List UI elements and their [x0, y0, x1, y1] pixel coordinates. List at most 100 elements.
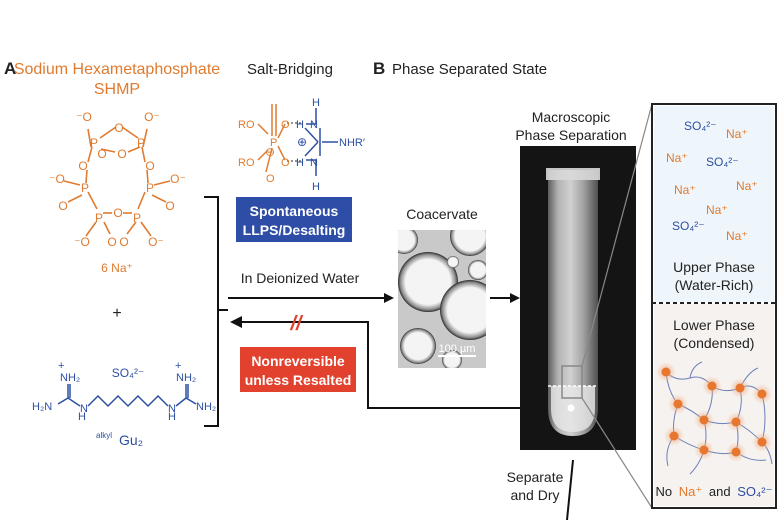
svg-text:N: N	[310, 157, 318, 169]
salt-bridging-title: Salt-Bridging	[247, 61, 333, 78]
ion-7: Na⁺	[706, 203, 728, 217]
coacervate-label: Coacervate	[406, 206, 478, 222]
zoom-line-bottom	[581, 397, 653, 509]
svg-text:NH₂: NH₂	[196, 401, 216, 413]
svg-text:⊖: ⊖	[265, 145, 275, 159]
svg-text:O: O	[107, 235, 116, 249]
shmp-counterion: 6 Na⁺	[101, 261, 133, 275]
ion-3: Na⁺	[666, 151, 688, 165]
panel-a-letter: A	[4, 59, 16, 78]
panel-b-letter: B	[373, 59, 385, 78]
return-path-line	[240, 321, 568, 409]
svg-text:+: +	[175, 360, 181, 372]
svg-text:H: H	[168, 411, 176, 423]
upper-phase-line1: Upper Phase	[673, 259, 755, 275]
plus-sign: +	[112, 305, 121, 322]
ion-9: Na⁺	[726, 229, 748, 243]
svg-text:O⁻: O⁻	[144, 110, 160, 124]
condensed-network	[656, 361, 773, 475]
svg-text:O: O	[113, 206, 122, 220]
svg-text:O: O	[119, 235, 128, 249]
svg-text:P: P	[133, 211, 141, 225]
deionized-water-label: In Deionized Water	[241, 270, 360, 286]
svg-text:O: O	[97, 147, 106, 161]
tube-photo	[520, 146, 636, 450]
svg-text:NHR′: NHR′	[339, 137, 365, 149]
svg-text:RO: RO	[238, 157, 255, 169]
upper-phase-line2: (Water-Rich)	[675, 277, 754, 293]
separate-arrow-line	[566, 459, 574, 521]
macroscopic-line1: Macroscopic	[532, 109, 611, 125]
alkyl-gu2-atoms: + NH₂ H₂N N H N H + NH₂ NH₂	[32, 360, 216, 423]
shmp-abbrev: SHMP	[94, 81, 140, 98]
svg-text:H: H	[312, 97, 320, 109]
svg-text:O: O	[281, 157, 290, 169]
svg-text:H: H	[296, 157, 304, 169]
ion-5: Na⁺	[674, 183, 696, 197]
gu2-label: Gu₂	[119, 432, 143, 448]
crossed-arrow-mark: //	[289, 313, 304, 335]
svg-text:NH₂: NH₂	[176, 372, 196, 384]
panel-b-title: Phase Separated State	[392, 61, 547, 78]
svg-text:P: P	[81, 181, 89, 195]
svg-text:O: O	[117, 147, 126, 161]
shmp-name: Sodium Hexametaphosphate	[14, 61, 220, 78]
zoom-region-box	[561, 365, 583, 399]
svg-text:P: P	[137, 136, 145, 150]
nonreversible-box	[240, 347, 356, 392]
svg-text:O: O	[58, 199, 67, 213]
return-arrowhead	[230, 316, 242, 328]
svg-text:O: O	[266, 173, 275, 185]
zoom-line-top	[581, 103, 653, 367]
svg-text:H: H	[296, 119, 304, 131]
coacervate-micrograph: 100 µm	[398, 230, 486, 368]
nonreversible-line2: unless Resalted	[245, 372, 352, 388]
svg-text:RO: RO	[238, 119, 255, 131]
svg-text:O: O	[165, 199, 174, 213]
spontaneous-line2: LLPS/Desalting	[243, 222, 346, 238]
svg-text:H: H	[312, 181, 320, 193]
spontaneous-llps-box	[236, 197, 352, 242]
reaction-bracket	[204, 196, 219, 427]
salt-bridge-structure: RO RO P O O O H H H H N N NHR′ ⊖ ⊕	[238, 97, 365, 193]
svg-text:⁻O: ⁻O	[74, 235, 90, 249]
svg-text:O: O	[281, 119, 290, 131]
tube-sample-point	[567, 404, 575, 412]
svg-text:⊕: ⊕	[297, 135, 307, 149]
phase-detail-box: SO₄²⁻ Na⁺ Na⁺ SO₄²⁻ Na⁺ Na⁺ Na⁺ SO₄²⁻ Na…	[651, 103, 777, 509]
separate-line1: Separate	[507, 469, 564, 485]
gu2-label-sup: alkyl	[96, 431, 112, 440]
svg-text:+: +	[58, 360, 64, 372]
macroscopic-line2: Phase Separation	[515, 127, 626, 143]
svg-text:O: O	[145, 159, 154, 173]
svg-text:O⁻: O⁻	[170, 172, 186, 186]
alkyl-gu2-structure	[57, 384, 197, 408]
lower-phase-line2: (Condensed)	[674, 335, 755, 351]
ion-2: Na⁺	[726, 127, 748, 141]
svg-text:N: N	[80, 403, 88, 415]
shmp-ring-structure	[63, 126, 171, 237]
ion-1: SO₄²⁻	[684, 119, 717, 133]
sulfate-label: SO₄²⁻	[112, 366, 145, 380]
svg-text:O: O	[114, 121, 123, 135]
svg-text:P: P	[95, 211, 103, 225]
nonreversible-line1: Nonreversible	[251, 353, 345, 369]
lower-phase-line1: Lower Phase	[673, 317, 755, 333]
ion-8: SO₄²⁻	[672, 219, 705, 233]
ion-4: SO₄²⁻	[706, 155, 739, 169]
scale-bar-label: 100 µm	[439, 343, 476, 355]
ion-6: Na⁺	[736, 179, 758, 193]
svg-text:H: H	[78, 411, 86, 423]
svg-text:N: N	[310, 119, 318, 131]
shmp-atoms: O P P O O P P P O P ⁻O O O⁻ ⁻O O O⁻ O ⁻O…	[49, 110, 186, 249]
svg-text:P: P	[146, 181, 154, 195]
separate-line2: and Dry	[510, 487, 559, 503]
no-ions-statement: No Na⁺ and SO₄²⁻	[656, 484, 773, 499]
spontaneous-line1: Spontaneous	[250, 203, 339, 219]
svg-text:N: N	[168, 403, 176, 415]
svg-text:P: P	[90, 136, 98, 150]
svg-text:O⁻: O⁻	[148, 235, 164, 249]
svg-text:NH₂: NH₂	[60, 372, 80, 384]
